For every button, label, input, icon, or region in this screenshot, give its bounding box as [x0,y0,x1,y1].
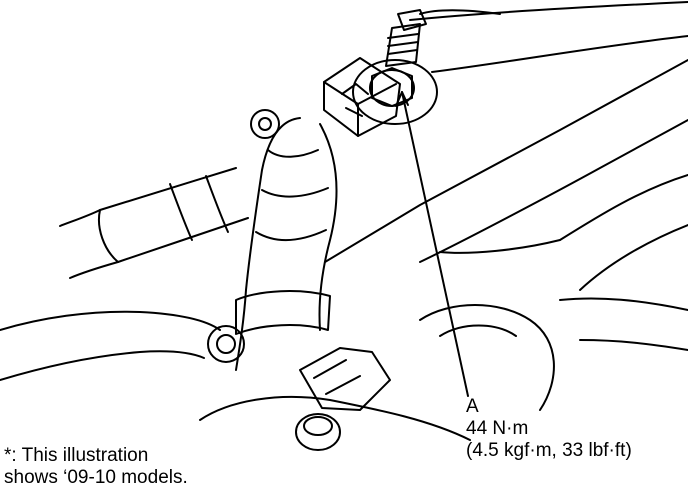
hose-clamp [169,175,229,241]
lower-bracket-detail [313,359,361,395]
hose-left-fitting [59,209,119,279]
sensor-boss-outer [352,59,438,125]
callout-leader-line [401,91,469,397]
footnote-line-2: shows ‘09-10 models. [4,467,188,488]
bracket-detail [341,83,369,117]
bottom-cap [295,413,341,451]
lower-right-boss-inner [439,324,517,337]
right-diagonal-member [324,59,688,263]
lower-housing-curve [199,395,471,441]
hose-left-end [98,209,119,263]
housing-lower-flange [235,290,331,335]
housing-outline [235,117,301,371]
housing-ribs [255,149,329,242]
sensor-plug-top [397,9,427,31]
sensor-plug-rings [387,33,419,55]
hose-lower [117,217,249,263]
torque-callout: A 44 N·m (4.5 kgf·m, 33 lbf·ft) [466,396,632,462]
upper-frame-edge [409,1,688,21]
bracket-block-face [323,81,397,137]
upper-frame-edge-lower [431,35,688,73]
illustration-footnote: *: This illustration shows ‘09-10 models… [4,445,188,489]
callout-leader-arrow [395,91,409,107]
right-panel-lower [439,239,561,254]
left-lower-pipe [0,310,221,331]
bolt-upper-left-center [258,117,272,131]
sensor-wire [419,9,501,15]
right-panel-inner [579,224,688,291]
footnote-line-1: *: This illustration [4,445,149,466]
bracket-block [323,57,401,137]
bottom-cap-top [303,416,333,436]
left-lower-pipe-2 [0,350,205,381]
bolt-upper-left [250,109,280,139]
lower-right-boss [419,304,555,411]
callout-torque-alt: (4.5 kgf·m, 33 lbf·ft) [466,440,632,461]
right-panel-edge [559,174,688,241]
left-fitting-nut [207,325,245,363]
lower-right-frame-2 [579,339,688,351]
sensor-hex [371,67,413,107]
housing-outline-right [318,123,338,331]
callout-torque-nm: 44 N·m [466,418,529,439]
hose-upper [99,167,237,211]
callout-letter: A [466,396,479,417]
lower-right-frame [559,297,688,311]
left-fitting-nut-inner [216,334,236,354]
lower-bracket [299,347,391,411]
